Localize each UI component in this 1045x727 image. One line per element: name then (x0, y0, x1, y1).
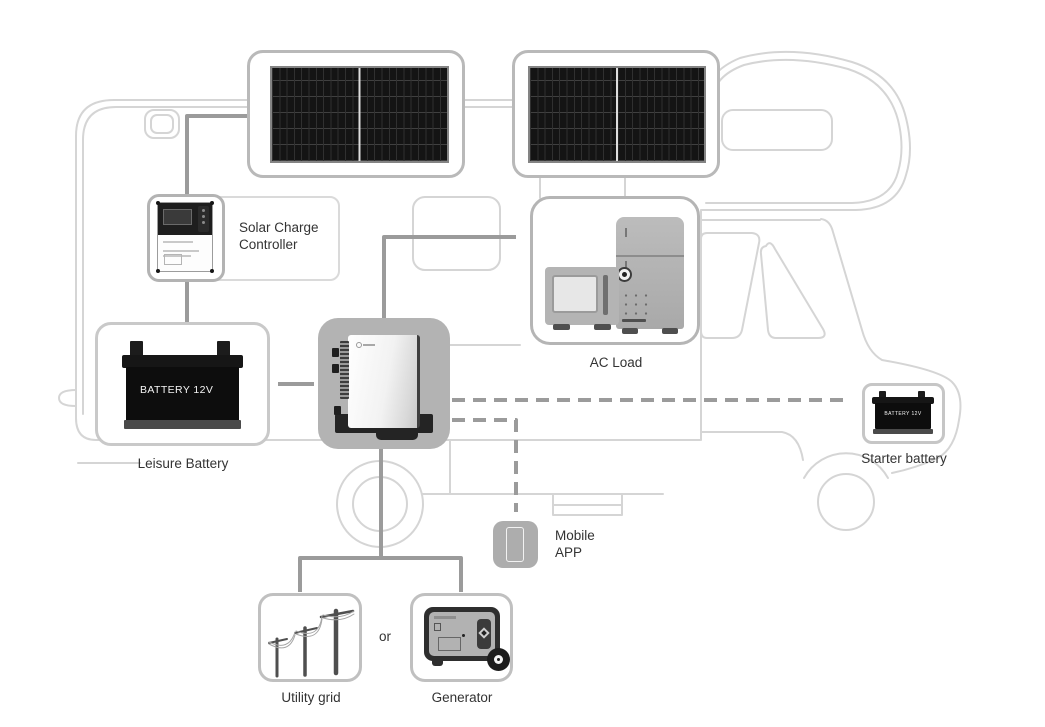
charge-controller-icon (156, 201, 214, 273)
rv-cab-window-2 (759, 242, 826, 339)
rv-roof-vent (144, 109, 180, 139)
power-lines-icon (268, 608, 355, 678)
rv-roof-vent-inner (150, 114, 174, 134)
solar-panel-icon (528, 66, 706, 163)
rv-front-underbody (700, 431, 804, 461)
controller-display-panel (158, 203, 212, 235)
rv-skirt (412, 440, 664, 516)
rv-caboover-window (721, 109, 833, 151)
battery-icon: BATTERY 12V (875, 403, 931, 429)
smartphone-icon (506, 527, 524, 562)
rv-front-wheel-arch (803, 452, 889, 479)
rv-a-pillar-front (820, 218, 962, 474)
controller-screen (163, 209, 192, 225)
rv-caboover-outer (701, 50, 911, 211)
wire-panel2-to-inverter (382, 235, 516, 318)
leisure-battery-box: BATTERY 12V (95, 322, 270, 446)
inverter-icon (348, 335, 420, 428)
starter-battery-box: BATTERY 12V (862, 383, 945, 444)
or-label: or (379, 629, 392, 644)
front-wheel (817, 473, 875, 531)
refrigerator-icon (616, 217, 684, 334)
solar-charge-controller-label: Solar Charge Controller (239, 219, 319, 253)
mobile-app-label-line2: APP (555, 545, 583, 560)
battery-icon: BATTERY 12V (126, 367, 239, 421)
solar-charge-controller-label-line1: Solar Charge (239, 220, 319, 235)
utility-grid-box (258, 593, 362, 682)
mobile-app-label-line1: Mobile (555, 528, 595, 543)
mobile-app-label: Mobile APP (555, 527, 595, 561)
generator-label: Generator (431, 690, 493, 705)
ac-load-label: AC Load (589, 355, 643, 370)
rv-tail-light (58, 389, 77, 407)
solar-panel-2 (512, 50, 720, 178)
rv-side-window (412, 196, 501, 271)
rv-cab-window-1 (700, 232, 761, 339)
solar-panel-1 (247, 50, 465, 178)
fridge-controls (621, 291, 651, 317)
rv-roof-rear-inner (82, 106, 706, 415)
starter-battery-label: Starter battery (861, 451, 947, 466)
solar-charge-controller-label-line2: Controller (239, 237, 298, 252)
controller-buttons (198, 206, 209, 232)
generator-icon (424, 607, 500, 661)
mobile-app-tile (493, 521, 538, 568)
leisure-battery-device-text: BATTERY 12V (140, 384, 214, 396)
utility-grid-label: Utility grid (281, 690, 341, 705)
generator-wheel (487, 648, 510, 671)
wire-inverter-to-mobile-app-dashed (452, 418, 518, 512)
microwave-icon (545, 267, 619, 330)
fridge-knob (617, 267, 632, 282)
rv-caboover-inner (705, 58, 903, 204)
starter-battery-device-text: BATTERY 12V (884, 411, 922, 417)
inverter-tile (318, 318, 450, 449)
wire-split-utility-generator (298, 556, 463, 592)
wire-panel1-to-controller (185, 114, 247, 196)
rv-roof-rear (75, 99, 706, 441)
leisure-battery-label: Leisure Battery (137, 456, 229, 471)
solar-panel-icon (270, 66, 449, 163)
